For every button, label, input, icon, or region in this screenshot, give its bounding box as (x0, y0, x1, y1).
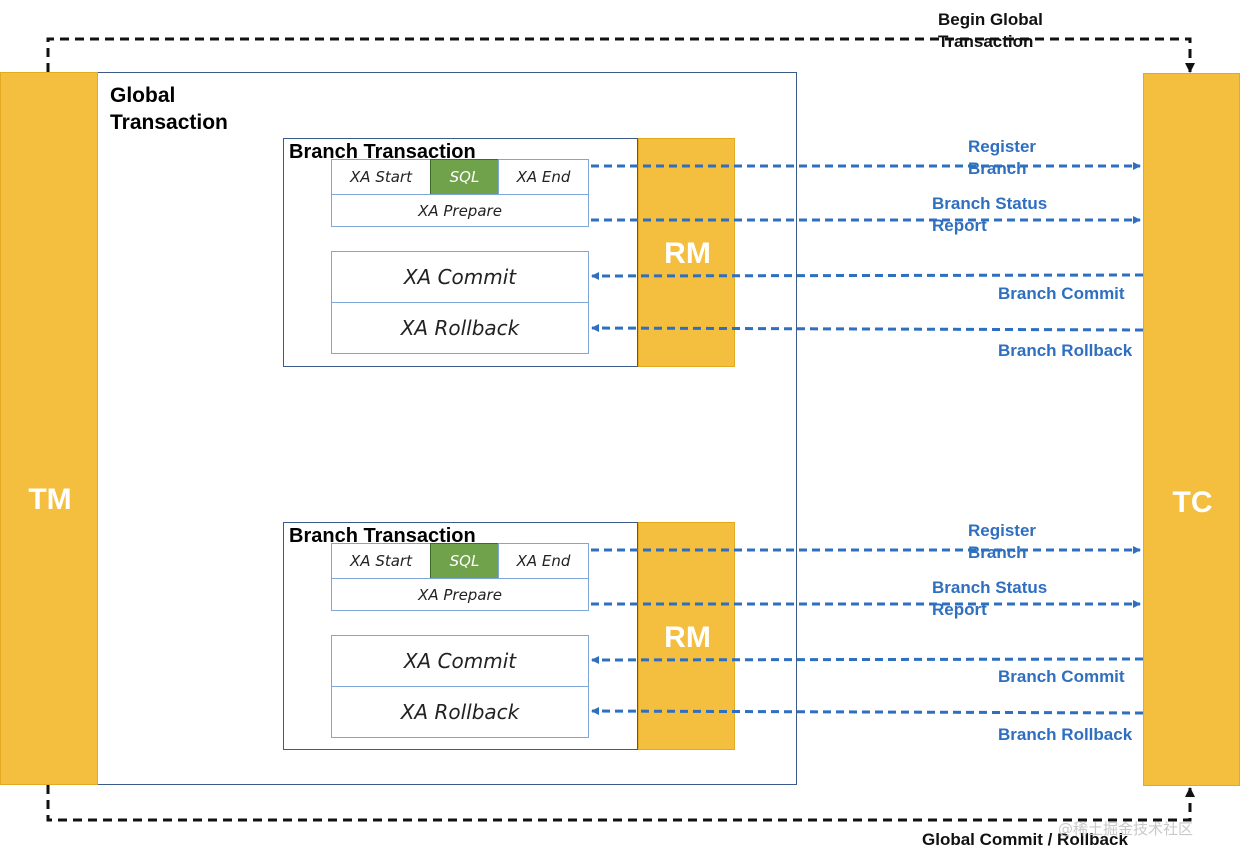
branch-commit-label: Branch Commit (998, 667, 1125, 686)
tm-block: TM (0, 72, 98, 785)
global-title-line1: Global (110, 84, 176, 107)
status-line2: Report (932, 600, 987, 619)
begin-global-line2: Transaction (938, 32, 1034, 51)
status-line1: Branch Status (932, 194, 1048, 213)
xa-start-cell: XA Start (331, 159, 431, 195)
branch-rollback-arrow (591, 324, 1144, 333)
register-branch-label: Register Branch (968, 520, 1036, 564)
branch-rollback-arrow (591, 707, 1144, 716)
rm-label: RM (664, 621, 711, 654)
begin-global-transaction-label: Begin Global Transaction (938, 9, 1043, 53)
branch-commit-arrow (591, 271, 1144, 280)
global-title-line2: Transaction (110, 111, 228, 134)
register-line2: Branch (968, 159, 1027, 178)
branch-transaction-title: Branch Transaction (289, 141, 476, 163)
watermark: @稀土掘金技术社区 (1058, 820, 1194, 838)
global-transaction-title: Global Transaction (110, 82, 228, 136)
global-commit-rollback-arrow (46, 785, 1195, 822)
branch-status-report-label: Branch Status Report (932, 193, 1047, 237)
xa-rollback-cell: XA Rollback (331, 302, 589, 354)
xa-prepare-cell: XA Prepare (331, 578, 589, 611)
xa-end-cell: XA End (498, 543, 589, 579)
begin-global-arrow (46, 37, 1195, 73)
rm-label: RM (664, 237, 711, 270)
branch-rollback-label: Branch Rollback (998, 341, 1133, 360)
register-branch-label: Register Branch (968, 136, 1036, 180)
xa-end-cell: XA End (498, 159, 589, 195)
tc-label: TC (1172, 486, 1213, 519)
xa-rollback-cell: XA Rollback (331, 686, 589, 738)
xa-prepare-cell: XA Prepare (331, 194, 589, 227)
sql-cell: SQL (430, 543, 499, 579)
branch-transaction-title: Branch Transaction (289, 525, 476, 547)
tc-block: TC (1143, 73, 1240, 786)
branch-status-report-label: Branch Status Report (932, 577, 1047, 621)
register-line2: Branch (968, 543, 1027, 562)
xa-commit-cell: XA Commit (331, 635, 589, 687)
branch-commit-label: Branch Commit (998, 284, 1125, 303)
global-commit-rollback-label: Global Commit / Rollback (922, 830, 1128, 849)
branch-commit-arrow (591, 655, 1144, 664)
branch-rollback-label: Branch Rollback (998, 725, 1133, 744)
register-line1: Register (968, 137, 1037, 156)
status-line2: Report (932, 216, 987, 235)
tm-label: TM (28, 483, 72, 516)
begin-global-line1: Begin Global (938, 10, 1043, 29)
register-line1: Register (968, 521, 1037, 540)
status-line1: Branch Status (932, 578, 1048, 597)
